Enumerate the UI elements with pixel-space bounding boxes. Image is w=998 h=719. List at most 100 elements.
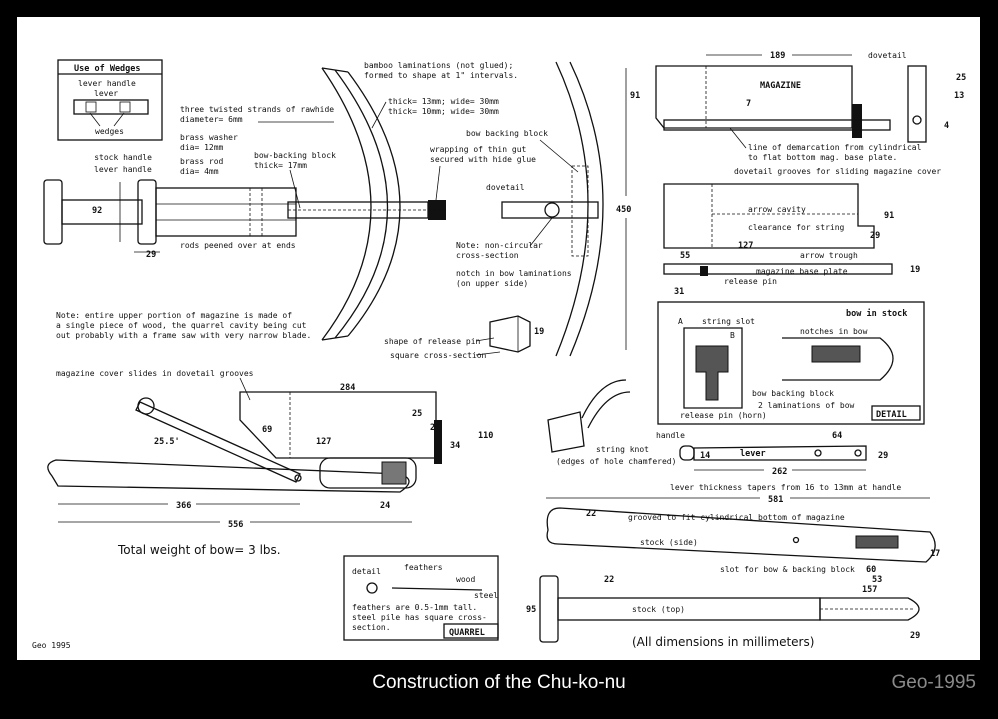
feathers-label: feathers bbox=[404, 563, 443, 572]
dim-22a: 22 bbox=[586, 509, 596, 519]
demarc-label-2: to flat bottom mag. base plate. bbox=[748, 153, 897, 162]
dovetail2-label: dovetail bbox=[868, 51, 907, 60]
feathers-note-3: section. bbox=[352, 623, 391, 632]
stock-handle-label: stock handle bbox=[94, 153, 152, 162]
wedges-inset: Use of Wedges lever handle lever wedges bbox=[57, 59, 163, 141]
dim-24: 24 bbox=[380, 501, 390, 511]
bbb-label-2: thick= 17mm bbox=[254, 161, 307, 170]
notch-label-1: notch in bow laminations bbox=[456, 269, 572, 278]
dim-581: 581 bbox=[768, 495, 783, 505]
dim-29d: 29 bbox=[910, 631, 920, 641]
dim-91b: 91 bbox=[884, 211, 894, 221]
steel-label: steel bbox=[474, 591, 498, 600]
dim-127a: 127 bbox=[738, 241, 753, 251]
dim-95: 95 bbox=[526, 605, 536, 615]
dim-14: 14 bbox=[700, 451, 710, 461]
dim-17: 17 bbox=[930, 549, 940, 559]
wood-label: wood bbox=[456, 575, 475, 584]
release-horn-label: release pin (horn) bbox=[680, 411, 767, 420]
bamboo-label-1: bamboo laminations (not glued); bbox=[364, 61, 513, 70]
rawhide-label-2: diameter= 6mm bbox=[180, 115, 243, 124]
bbb3-label: bow backing block bbox=[752, 389, 834, 398]
arrow-trough-label: arrow trough bbox=[800, 251, 858, 260]
feathers-note-2: steel pile has square cross- bbox=[352, 613, 487, 622]
detail-B: B bbox=[730, 331, 735, 340]
feathers-note-1: feathers are 0.5-1mm tall. bbox=[352, 603, 477, 612]
dim-7: 7 bbox=[746, 99, 751, 109]
mag-cover-label: magazine cover slides in dovetail groove… bbox=[56, 369, 254, 378]
bow-side-view: bow backing block dovetail 450 Note: non… bbox=[384, 61, 631, 360]
magazine-cavity-view: dovetail grooves for sliding magazine co… bbox=[663, 167, 941, 297]
gut-label-2: secured with hide glue bbox=[430, 155, 536, 164]
stock-top-label: stock (top) bbox=[632, 605, 685, 614]
bbb-label-1: bow-backing block bbox=[254, 151, 336, 160]
dim-25b: 25 bbox=[412, 409, 422, 419]
clearance-label: clearance for string bbox=[748, 223, 845, 232]
dim-157: 157 bbox=[862, 585, 877, 595]
bamboo-label-2: formed to shape at 1" intervals. bbox=[364, 71, 518, 80]
wedges-lever: lever bbox=[94, 89, 118, 98]
dim-189: 189 bbox=[770, 51, 785, 61]
dim-284: 284 bbox=[340, 383, 355, 393]
lever-handle-label: lever handle bbox=[94, 165, 152, 174]
noncirc-label-2: cross-section bbox=[456, 251, 519, 260]
stock-side-label: stock (side) bbox=[640, 538, 698, 547]
arrow-cavity-label: arrow cavity bbox=[748, 205, 806, 214]
bow-backing-block-label: bow backing block bbox=[466, 129, 548, 138]
signature: Geo-1995 bbox=[891, 672, 976, 693]
release-shape-label: shape of release pin bbox=[384, 337, 481, 346]
lam2-label: 2 laminations of bow bbox=[758, 401, 855, 410]
thick-label-2: thick= 10mm; wide= 30mm bbox=[388, 107, 499, 116]
square-cs-label: square cross-section bbox=[390, 351, 487, 360]
stock-top-view: 22 95 stock (top) 157 29 (All dimensions… bbox=[526, 575, 920, 649]
note-line-2: a single piece of wood, the quarrel cavi… bbox=[56, 321, 307, 330]
string-knot-view: string knot (edges of hole chamfered) bbox=[547, 379, 676, 466]
dim-19a: 19 bbox=[534, 327, 544, 337]
rods-peened-label: rods peened over at ends bbox=[180, 241, 296, 250]
detail-A: A bbox=[678, 317, 683, 326]
rod-label-2: dia= 4mm bbox=[180, 167, 219, 176]
quarrel-tag: QUARREL bbox=[449, 628, 485, 638]
grooved-label: grooved to fit cylindrical bottom of mag… bbox=[628, 513, 845, 522]
dim-53: 53 bbox=[872, 575, 882, 585]
rawhide-label-1: three twisted strands of rawhide bbox=[180, 105, 334, 114]
dim-450: 450 bbox=[616, 205, 631, 215]
notches-label: notches in bow bbox=[800, 327, 868, 336]
dim-262: 262 bbox=[772, 467, 787, 477]
detail-tag: DETAIL bbox=[876, 410, 907, 420]
washer-label-2: dia= 12mm bbox=[180, 143, 224, 152]
lever-view: handle lever 64 14 29 262 lever thicknes… bbox=[656, 431, 901, 492]
rod-label-1: brass rod bbox=[180, 157, 224, 166]
base-plate-label: magazine base plate bbox=[756, 267, 848, 276]
grooves-label: dovetail grooves for sliding magazine co… bbox=[734, 167, 941, 176]
release-pin-label: release pin bbox=[724, 277, 777, 286]
bow-front-view: bamboo laminations (not glued); formed t… bbox=[321, 61, 536, 341]
crossbow-side-view: Note: entire upper portion of magazine i… bbox=[47, 311, 493, 557]
note-line-1: Note: entire upper portion of magazine i… bbox=[56, 311, 292, 320]
dim-366: 366 bbox=[176, 501, 191, 511]
dim-55: 55 bbox=[680, 251, 690, 261]
dim-64: 64 bbox=[832, 431, 842, 441]
dim-25-5: 25.5' bbox=[154, 437, 180, 447]
wedges-lever-handle: lever handle bbox=[78, 79, 136, 88]
wedges-title: Use of Wedges bbox=[74, 64, 141, 74]
slot-bow-label: slot for bow & backing block bbox=[720, 565, 855, 574]
quarrel-detail-label: detail bbox=[352, 567, 381, 576]
top-view-assembly: stock handle lever handle 92 29 rods pee… bbox=[43, 105, 446, 260]
string-slot-label: string slot bbox=[702, 317, 755, 326]
image-caption: Construction of the Chu-ko-nu bbox=[372, 672, 626, 693]
thick-label-1: thick= 13mm; wide= 30mm bbox=[388, 97, 499, 106]
note-line-3: out probably with a frame saw with very … bbox=[56, 331, 311, 340]
quarrel-box: detail feathers wood steel feathers are … bbox=[343, 555, 499, 641]
all-dims-label: (All dimensions in millimeters) bbox=[632, 635, 814, 649]
dim-29b: 29 bbox=[870, 231, 880, 241]
dim-92: 92 bbox=[92, 206, 102, 216]
dim-31: 31 bbox=[674, 287, 684, 297]
noncirc-label-1: Note: non-circular bbox=[456, 241, 543, 250]
dim-19b: 19 bbox=[910, 265, 920, 275]
total-weight-label: Total weight of bow= 3 lbs. bbox=[117, 543, 281, 557]
sheet-credit: Geo 1995 bbox=[32, 641, 71, 650]
handle-label: handle bbox=[656, 431, 685, 440]
string-knot-label-2: (edges of hole chamfered) bbox=[556, 457, 676, 466]
